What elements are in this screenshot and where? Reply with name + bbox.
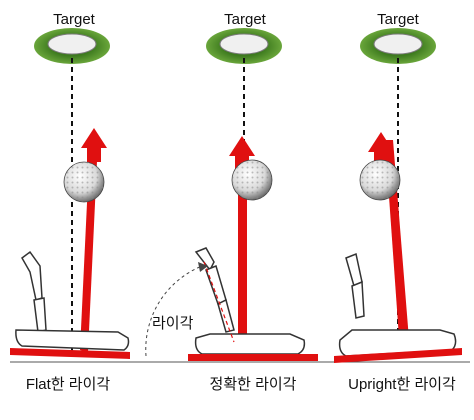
red-aim-bar-correct [238,150,247,356]
caption-upright: Upright한 라이각 [348,376,456,393]
panel-upright: Target Upright한 라이각 [334,11,462,393]
panel-flat: Target Flat한 라이각 [10,11,130,393]
target-label-upright: Target [377,11,420,28]
panel-correct: Target 라이각 정확한 라이각 [145,11,318,393]
putter-correct [194,247,306,355]
target-label-correct: Target [224,11,267,28]
red-arrow-flat [81,128,107,162]
hole-correct [206,28,282,64]
putter-upright [338,252,457,357]
golf-ball-correct [231,159,273,201]
hole-flat [34,28,110,64]
lie-angle-arc-arrow [198,262,208,272]
golf-ball-flat [63,161,105,203]
lie-angle-arc [145,265,203,357]
red-arrow-upright [368,132,394,166]
caption-correct: 정확한 라이각 [210,376,297,393]
golf-ball-upright [359,159,401,201]
sole-bar-correct [188,354,318,361]
sole-bar-upright [334,348,462,363]
putter-flat [15,250,130,351]
shaft-axis-line [203,261,235,343]
sole-bar-flat [10,348,130,359]
lie-angle-label: 라이각 [152,315,194,332]
caption-flat: Flat한 라이각 [26,376,111,393]
target-label-flat: Target [53,11,96,28]
hole-upright [360,28,436,64]
